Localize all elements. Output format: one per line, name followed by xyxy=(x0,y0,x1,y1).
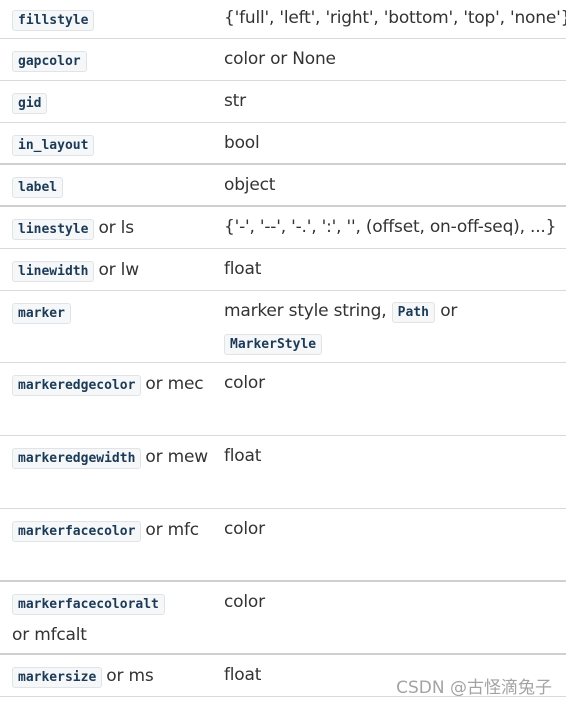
or-text: or xyxy=(145,446,163,467)
property-cell: marker xyxy=(0,290,212,362)
table-row-in-layout: in_layout bool xyxy=(0,122,566,164)
markerstyle-code[interactable]: MarkerStyle xyxy=(224,333,323,355)
or-text: or xyxy=(106,666,124,686)
property-alias: mfcalt xyxy=(34,625,87,645)
watermark: CSDN @古怪滴兔子 xyxy=(396,678,552,698)
property-name[interactable]: linestyle xyxy=(12,219,95,240)
property-cell: in_layout xyxy=(0,122,212,164)
value-cell: object xyxy=(224,175,276,195)
property-name[interactable]: gapcolor xyxy=(12,50,87,72)
or-text: or xyxy=(145,519,163,540)
property-name[interactable]: in_layout xyxy=(12,134,95,156)
value-cell: str xyxy=(224,90,246,111)
property-cell: fillstyle xyxy=(0,0,212,38)
property-alias: lw xyxy=(120,259,139,280)
property-name[interactable]: markersize xyxy=(12,667,103,688)
property-name[interactable]: linewidth xyxy=(12,260,95,282)
property-name[interactable]: markeredgecolor xyxy=(12,374,142,396)
table-row-gapcolor: gapcolor color or None xyxy=(0,38,566,80)
or-text: or xyxy=(98,259,116,280)
or-text: or xyxy=(98,218,116,238)
value-cell: {'-', '--', '-.', ':', '', (offset, on-o… xyxy=(224,217,557,237)
property-name[interactable]: gid xyxy=(12,92,48,114)
or-text: or xyxy=(12,625,29,645)
value-cell: color or None xyxy=(224,48,336,69)
table-row-label: label object xyxy=(0,164,566,206)
property-alias: ms xyxy=(128,666,154,686)
property-name[interactable]: fillstyle xyxy=(12,10,95,31)
value-cell: {'full', 'left', 'right', 'bottom', 'top… xyxy=(224,8,566,28)
property-name[interactable]: markeredgewidth xyxy=(12,447,142,469)
property-name[interactable]: marker xyxy=(12,302,71,324)
table-row-gid: gid str xyxy=(0,80,566,122)
property-cell: gid xyxy=(0,80,212,122)
value-text: marker style string, xyxy=(224,300,387,321)
value-cell: float xyxy=(224,665,262,685)
table-row-marker: marker marker style string, Path or Mark… xyxy=(0,290,566,362)
property-alias: mec xyxy=(167,373,204,394)
property-cell: markerfacecoloralt or mfcalt xyxy=(0,581,212,654)
path-code[interactable]: Path xyxy=(391,301,435,323)
value-cell: color xyxy=(224,518,265,539)
property-alias: mew xyxy=(167,446,209,467)
property-cell: gapcolor xyxy=(0,38,212,80)
table-row-fillstyle: fillstyle {'full', 'left', 'right', 'bot… xyxy=(0,0,566,38)
property-name[interactable]: label xyxy=(12,177,64,198)
value-or-text: or xyxy=(440,300,458,321)
value-cell: bool xyxy=(224,132,260,153)
property-alias: ls xyxy=(120,218,134,238)
property-name[interactable]: markerfacecolor xyxy=(12,520,142,542)
table-row-markerfacecoloralt: markerfacecoloralt or mfcalt color xyxy=(0,581,566,654)
value-cell: color xyxy=(224,372,265,393)
value-cell: marker style string, Path or MarkerStyle xyxy=(212,290,566,362)
or-text: or xyxy=(145,373,163,394)
property-cell: label xyxy=(0,164,212,206)
property-alias: mfc xyxy=(167,519,199,540)
value-cell: float xyxy=(224,258,262,279)
property-name[interactable]: markerfacecoloralt xyxy=(12,594,165,615)
value-cell: float xyxy=(224,445,262,466)
value-cell: color xyxy=(224,592,265,612)
